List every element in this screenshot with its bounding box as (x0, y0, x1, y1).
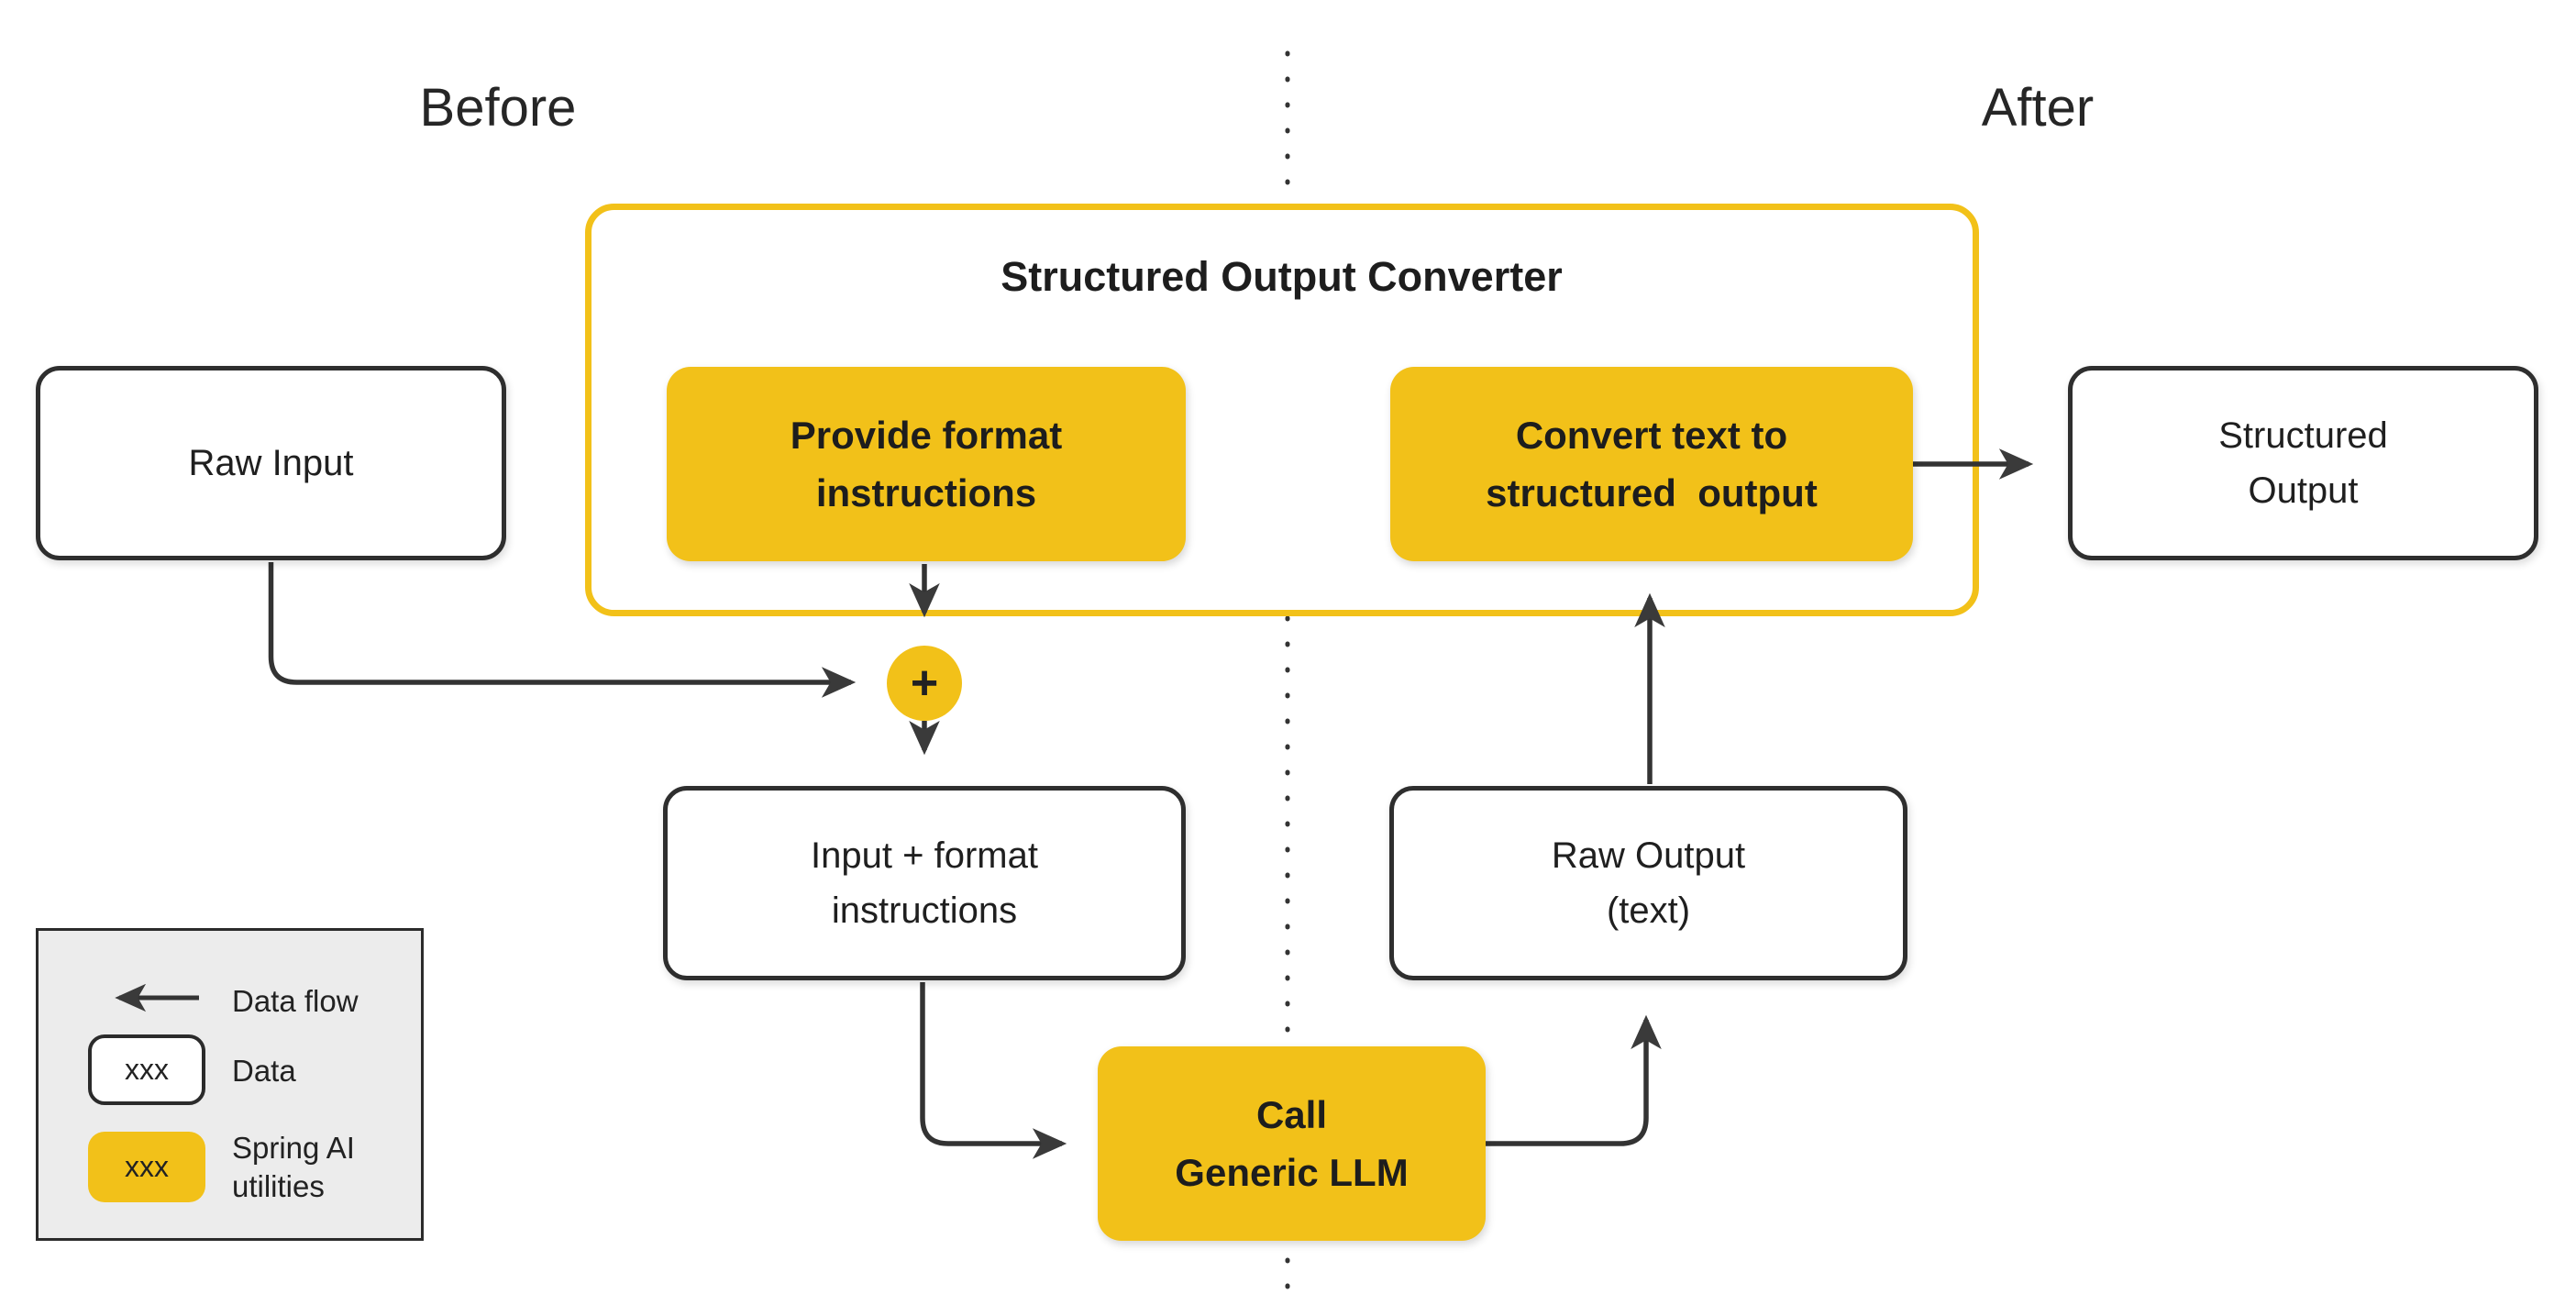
call-generic-llm-box: Call Generic LLM (1098, 1046, 1486, 1241)
convert-text-box: Convert text to structured output (1390, 367, 1913, 561)
arrow-input-format-to-call-llm (920, 982, 1067, 1159)
after-label: After (1981, 78, 2095, 138)
arrow-raw-input-to-plus (268, 562, 857, 698)
legend-data-flow-label: Data flow (232, 984, 359, 1018)
legend-data-label: Data (232, 1054, 296, 1088)
before-label: Before (419, 78, 577, 138)
legend-box: Data flow xxx Data xxx Spring AI utiliti… (36, 928, 424, 1241)
arrow-call-llm-to-raw-output (1486, 1014, 1662, 1146)
legend-spring-ai-chip: xxx (88, 1132, 205, 1202)
raw-output-box: Raw Output (text) (1389, 786, 1907, 980)
provide-format-instructions-box: Provide format instructions (667, 367, 1186, 561)
data-flow-arrow-icon (115, 983, 199, 1012)
structured-output-box: Structured Output (2068, 366, 2538, 560)
plus-symbol: + (910, 657, 939, 710)
input-format-instructions-box: Input + format instructions (663, 786, 1186, 980)
legend-spring-ai-label: Spring AI utilities (232, 1131, 355, 1204)
plus-combiner-circle (887, 646, 962, 721)
raw-input-box: Raw Input (36, 366, 506, 560)
legend-data-chip: xxx (88, 1034, 205, 1105)
converter-title: Structured Output Converter (1001, 253, 1563, 300)
